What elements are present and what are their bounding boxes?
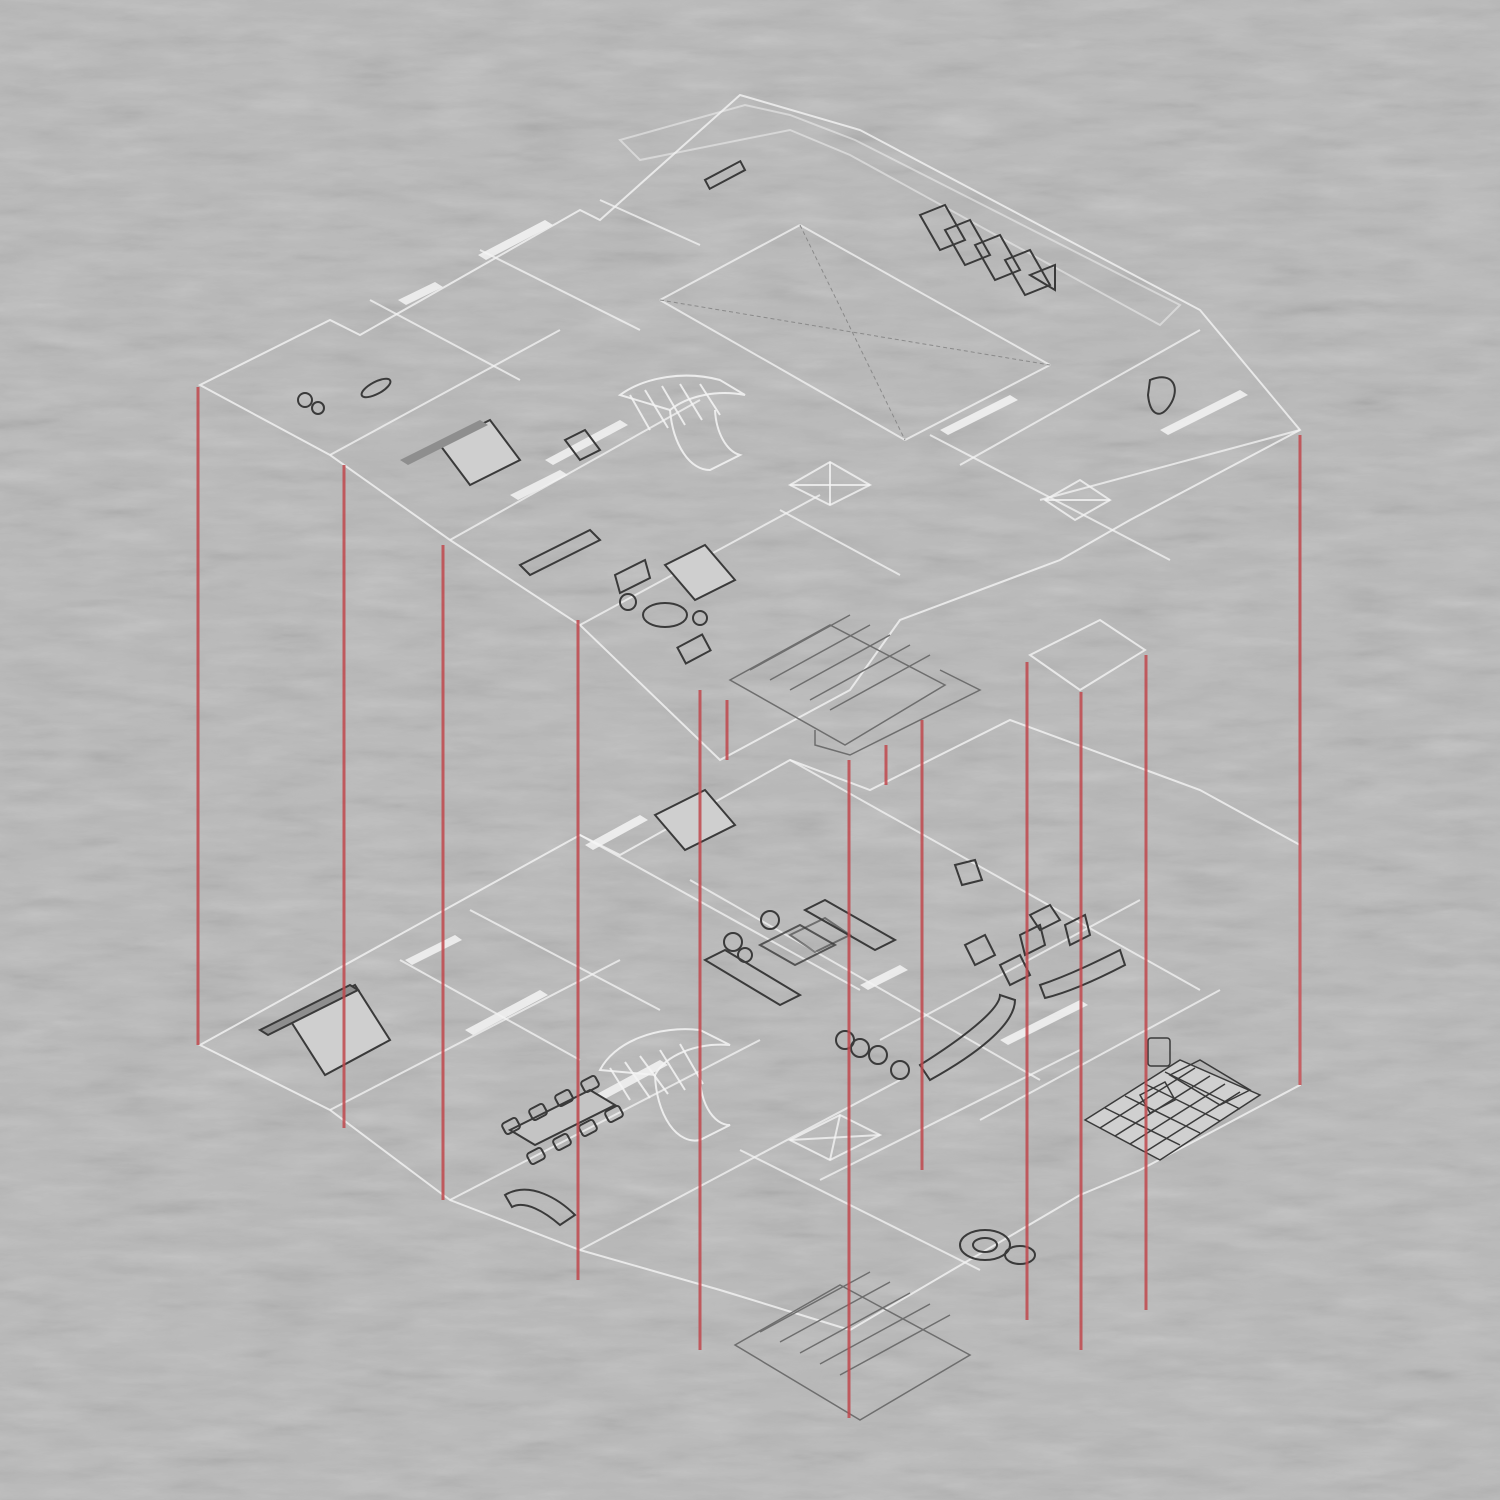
- vertical-connectors: [196, 387, 1302, 1418]
- upper-floor-wall-blocks: [398, 220, 1248, 500]
- lower-floor-wall-blocks: [405, 815, 1088, 1100]
- upper-floor-walls: [329, 199, 1301, 626]
- upper-floor-outline: [197, 93, 1302, 762]
- lower-floor-walls: [329, 759, 1221, 1271]
- upper-floor-inner-outline: [618, 103, 1182, 327]
- vanity-upper: [518, 528, 602, 577]
- upper-floor-plan: [197, 93, 1302, 762]
- upper-floor-straight-stair: [728, 614, 982, 756]
- wardrobe-row: [918, 203, 1056, 297]
- dining-set: [501, 1075, 624, 1165]
- lounge-chair-cluster: [953, 858, 1127, 1000]
- right-shaft-outline: [1028, 618, 1147, 692]
- bed-lower-top: [653, 788, 737, 852]
- bed-upper-middle: [400, 418, 522, 487]
- bed-lower-left: [257, 983, 392, 1077]
- bath-fixtures-upper: [297, 377, 712, 665]
- atrium-void: [659, 224, 1051, 441]
- curved-sofa-dining: [503, 1188, 577, 1227]
- desk-upper: [613, 558, 652, 595]
- bench-upper: [703, 159, 747, 191]
- upper-floor-furniture: [297, 159, 1176, 665]
- lower-floor-lift-shaft: [787, 1113, 883, 1162]
- armchair-upper: [563, 428, 602, 462]
- side-tables: [835, 1030, 910, 1080]
- round-lounge-tables: [959, 1229, 1036, 1265]
- lower-floor-plan: [197, 718, 1301, 1421]
- lower-floor-straight-stair: [733, 1271, 972, 1421]
- curved-lounge-upper: [1146, 376, 1176, 415]
- curved-sectional: [918, 993, 1017, 1082]
- upper-floor-curved-stair: [617, 374, 746, 472]
- upper-floor-lift-shaft: [787, 460, 1112, 522]
- bed-upper-lower: [663, 543, 737, 602]
